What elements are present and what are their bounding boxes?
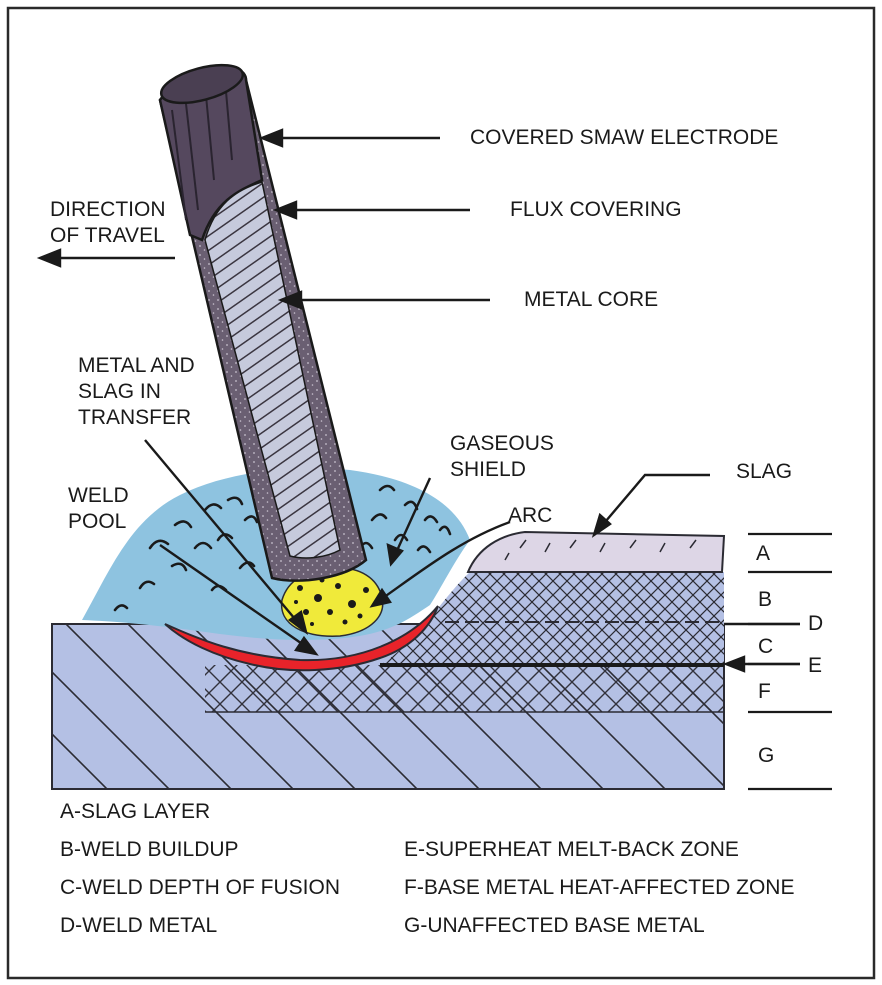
slag-texture <box>504 539 697 561</box>
label-direction-2: OF TRAVEL <box>50 224 165 247</box>
diagram-frame <box>6 6 876 980</box>
zone-b: B <box>758 588 772 611</box>
legend-b: B-WELD BUILDUP <box>60 838 239 861</box>
label-flux-covering: FLUX COVERING <box>510 198 682 221</box>
zone-g: G <box>758 744 774 767</box>
label-gaseous-1: GASEOUS <box>450 432 554 455</box>
label-direction-1: DIRECTION <box>50 198 166 221</box>
label-arc: ARC <box>508 504 552 527</box>
slag-layer <box>466 530 726 573</box>
label-transfer-3: TRANSFER <box>78 406 191 429</box>
callout-labels: COVERED SMAW ELECTRODE FLUX COVERING MET… <box>50 126 792 533</box>
weld-pool <box>164 605 439 672</box>
label-weld-pool-1: WELD <box>68 484 129 507</box>
label-weld-pool-2: POOL <box>68 510 126 533</box>
zone-f: F <box>758 680 771 703</box>
label-transfer-2: SLAG IN <box>78 380 161 403</box>
label-transfer-1: METAL AND <box>78 354 195 377</box>
weld-buildup <box>380 572 724 667</box>
label-metal-core: METAL CORE <box>524 288 658 311</box>
label-slag: SLAG <box>736 460 792 483</box>
legend-a: A-SLAG LAYER <box>60 800 210 823</box>
zone-letters: A B D C E F G <box>756 542 823 767</box>
label-covered-electrode: COVERED SMAW ELECTRODE <box>470 126 778 149</box>
legend-f: F-BASE METAL HEAT-AFFECTED ZONE <box>404 876 794 899</box>
zone-a: A <box>756 542 770 565</box>
zone-e: E <box>808 654 822 677</box>
electrode <box>158 63 368 582</box>
legend-g: G-UNAFFECTED BASE METAL <box>404 914 705 937</box>
zone-d: D <box>808 612 823 635</box>
legend: A-SLAG LAYER B-WELD BUILDUP C-WELD DEPTH… <box>60 800 794 937</box>
legend-c: C-WELD DEPTH OF FUSION <box>60 876 340 899</box>
label-gaseous-2: SHIELD <box>450 458 526 481</box>
zone-c: C <box>758 635 773 658</box>
legend-e: E-SUPERHEAT MELT-BACK ZONE <box>404 838 739 861</box>
leader-arrows <box>36 128 800 673</box>
legend-d: D-WELD METAL <box>60 914 217 937</box>
